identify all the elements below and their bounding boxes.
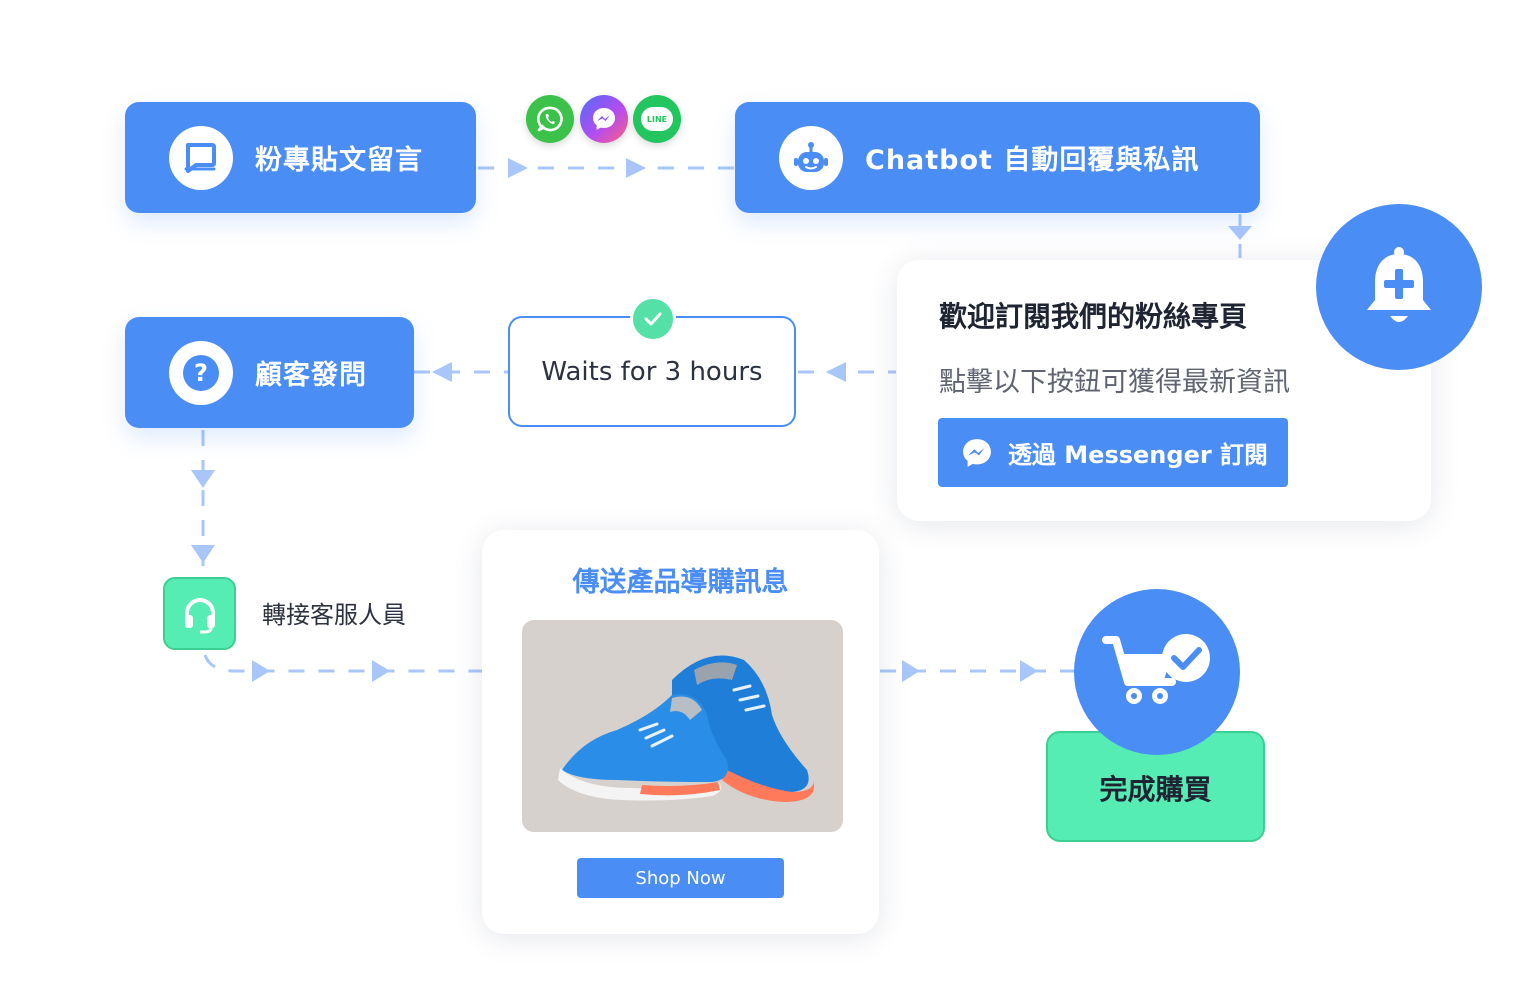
arrow-right [508, 158, 528, 178]
arrow-right [372, 660, 390, 682]
messenger-icon [963, 438, 991, 467]
line-icon-label: LINE [646, 114, 668, 124]
arrow-right [252, 660, 270, 682]
whatsapp-icon [526, 95, 574, 143]
shop-now-button[interactable]: Shop Now [577, 858, 784, 898]
product-card-title: 傳送產品導購訊息 [572, 567, 789, 598]
arrow-down [191, 470, 215, 488]
node-transfer-agent-label: 轉接客服人員 [262, 601, 406, 629]
subscribe-card-subtitle: 點擊以下按鈕可獲得最新資訊 [939, 367, 1290, 398]
arrow-right [1020, 660, 1038, 682]
arrow-right [902, 660, 920, 682]
subscribe-card-title: 歡迎訂閱我們的粉絲專頁 [939, 300, 1248, 333]
arrow-right [626, 158, 646, 178]
node-chatbot-label: Chatbot 自動回覆與私訊 [865, 145, 1200, 176]
node-fanpage-comment: 粉專貼文留言 [125, 102, 476, 213]
check-icon [630, 296, 676, 342]
product-card: 傳送產品導購訊息 Shop Now [482, 530, 879, 934]
subscribe-card: 歡迎訂閱我們的粉絲專頁 點擊以下按鈕可獲得最新資訊 透過 Messenger 訂… [897, 260, 1431, 521]
product-image [522, 620, 843, 832]
node-chatbot: Chatbot 自動回覆與私訊 [735, 102, 1260, 213]
shop-now-button-label: Shop Now [635, 867, 726, 889]
question-icon: ? [169, 340, 233, 405]
node-customer-question: ? 顧客發問 [125, 317, 414, 428]
node-fanpage-comment-label: 粉專貼文留言 [255, 145, 423, 176]
subscribe-messenger-button[interactable]: 透過 Messenger 訂閱 [938, 418, 1288, 487]
node-customer-question-label: 顧客發問 [255, 360, 367, 391]
arrow-left [432, 362, 452, 382]
arrow-down [1228, 226, 1252, 240]
node-wait-label: Waits for 3 hours [541, 356, 763, 387]
sneakers-image [558, 655, 814, 802]
bell-plus-icon [1316, 204, 1482, 370]
robot-icon [779, 125, 843, 190]
chat-icon [169, 125, 233, 190]
messenger-icon [580, 95, 628, 143]
line-icon: LINE [633, 95, 681, 143]
subscribe-messenger-button-label: 透過 Messenger 訂閱 [1007, 441, 1269, 469]
arrow-left [826, 362, 846, 382]
cart-check-icon [1074, 589, 1240, 755]
node-complete-purchase-label: 完成購買 [1099, 773, 1212, 806]
headset-icon [163, 577, 236, 650]
arrow-down [191, 545, 215, 563]
